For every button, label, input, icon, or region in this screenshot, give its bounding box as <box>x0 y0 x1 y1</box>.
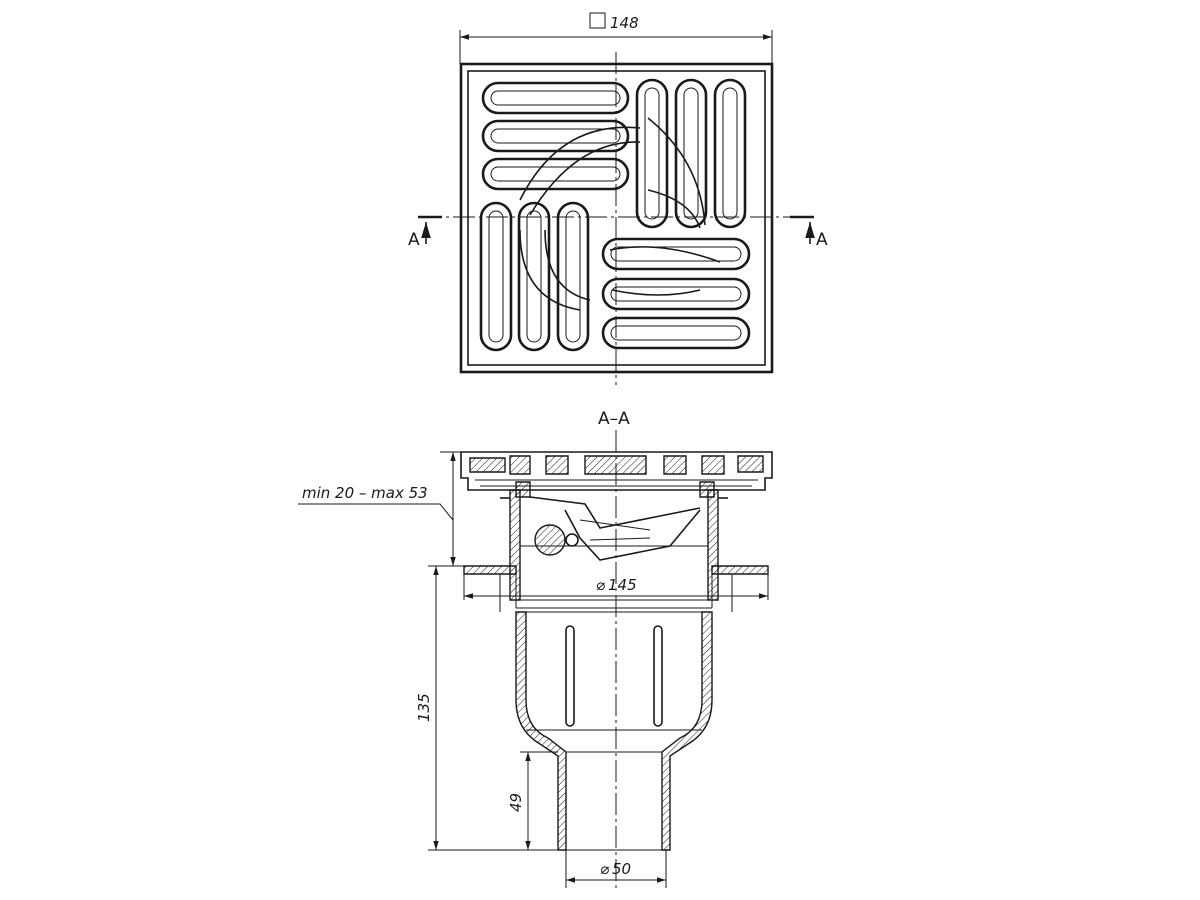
slots-top-right <box>635 78 747 229</box>
adjust-dimension: min 20 – max 53 <box>298 451 464 567</box>
section-title: A–A <box>598 409 630 429</box>
section-view: A–A <box>298 409 773 890</box>
hinge-pin-icon <box>534 524 566 556</box>
section-mark-left-label: A <box>408 230 420 250</box>
slots-top-left <box>481 81 630 191</box>
diameter-symbol-icon: ⌀ <box>596 576 605 594</box>
slots-bottom-left <box>479 201 590 352</box>
outlet-dia-label: 50 <box>612 860 631 878</box>
width-dimension: 148 <box>459 12 773 64</box>
flap-valve <box>529 496 701 561</box>
section-marker-left: A <box>408 215 442 250</box>
section-mark-right-label: A <box>816 230 828 250</box>
outlet-diameter-dimension: ⌀ 50 <box>565 850 667 888</box>
flange-dia-label: 145 <box>608 576 637 594</box>
drain-body <box>515 611 713 851</box>
section-marker-right: A <box>790 215 828 250</box>
height-dimension: 135 <box>415 565 558 851</box>
adjust-dim-label: min 20 – max 53 <box>302 484 428 502</box>
height-dim-label: 135 <box>415 693 433 722</box>
outlet-diameter-symbol-icon: ⌀ <box>600 860 609 878</box>
width-dim-label: 148 <box>610 14 639 32</box>
flange-diameter-dimension: ⌀ 145 <box>463 574 769 600</box>
outlet-height-dim-label: 49 <box>507 793 525 812</box>
outlet-height-dimension: 49 <box>507 751 558 850</box>
square-symbol-icon <box>589 12 606 29</box>
grate-section <box>460 451 773 491</box>
slots-bottom-right <box>601 237 751 350</box>
top-view: 148 <box>408 12 828 385</box>
flange <box>463 565 769 612</box>
